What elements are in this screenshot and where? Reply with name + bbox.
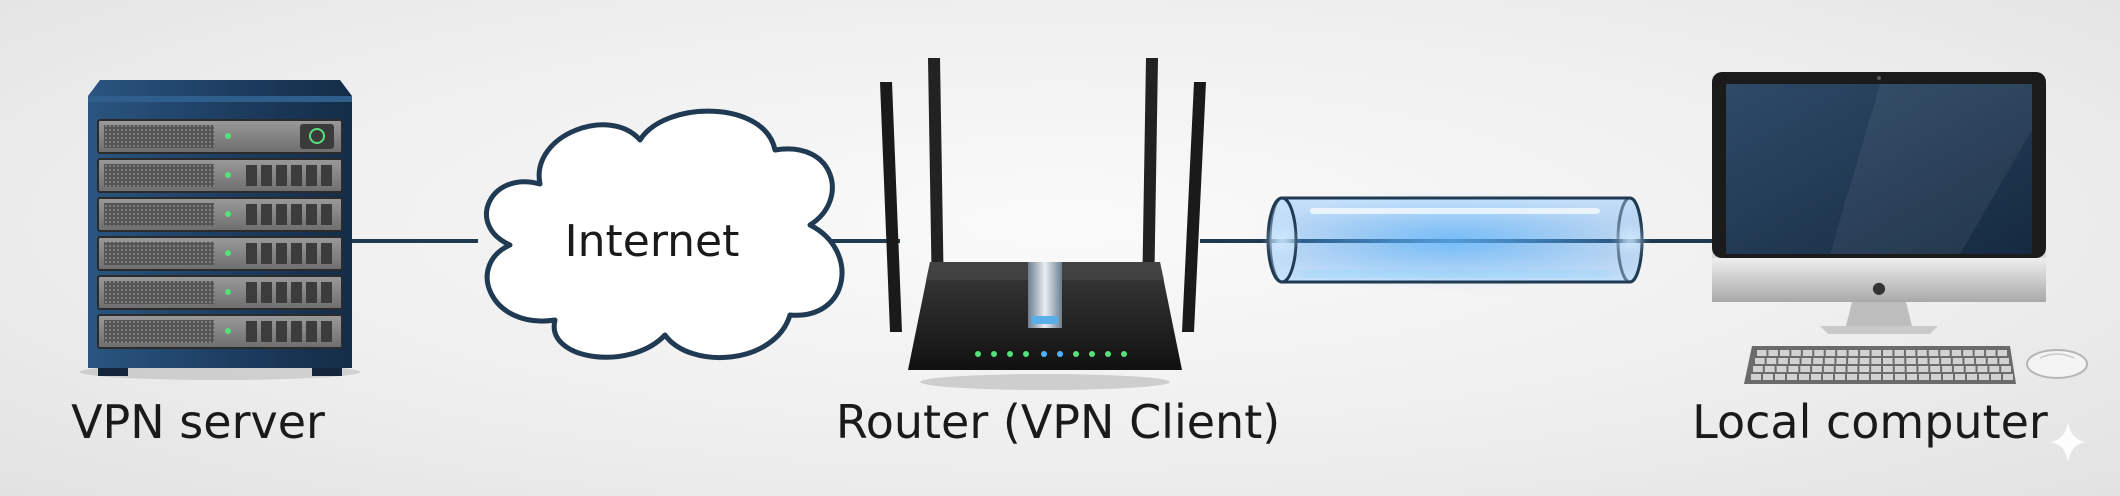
server-bay	[97, 158, 343, 193]
router-led	[1105, 351, 1111, 357]
router-label: Router (VPN Client)	[836, 395, 1280, 449]
server-bay	[97, 275, 343, 310]
server-bay	[97, 119, 343, 154]
desktop-computer-icon: ●	[1712, 72, 2088, 384]
router-led	[1007, 351, 1013, 357]
server-bay	[97, 236, 343, 271]
vpn-server-label: VPN server	[71, 395, 325, 449]
server-bay	[97, 197, 343, 232]
router-led	[1121, 351, 1127, 357]
server-rack-icon	[80, 80, 360, 380]
router-led	[1041, 351, 1047, 357]
router-led	[975, 351, 981, 357]
router-led	[1073, 351, 1079, 357]
router-led	[1089, 351, 1095, 357]
internet-label: Internet	[565, 216, 740, 267]
router-led	[1057, 351, 1063, 357]
router-led	[991, 351, 997, 357]
vpn-tunnel-icon	[1262, 196, 1644, 286]
router-led	[1023, 351, 1029, 357]
sparkle-icon	[2050, 422, 2086, 462]
cloud-icon	[484, 108, 845, 361]
server-bay	[97, 314, 343, 349]
svg-text:●: ●	[1872, 278, 1886, 297]
router-icon	[880, 58, 1206, 390]
local-computer-label: Local computer	[1692, 395, 2048, 449]
